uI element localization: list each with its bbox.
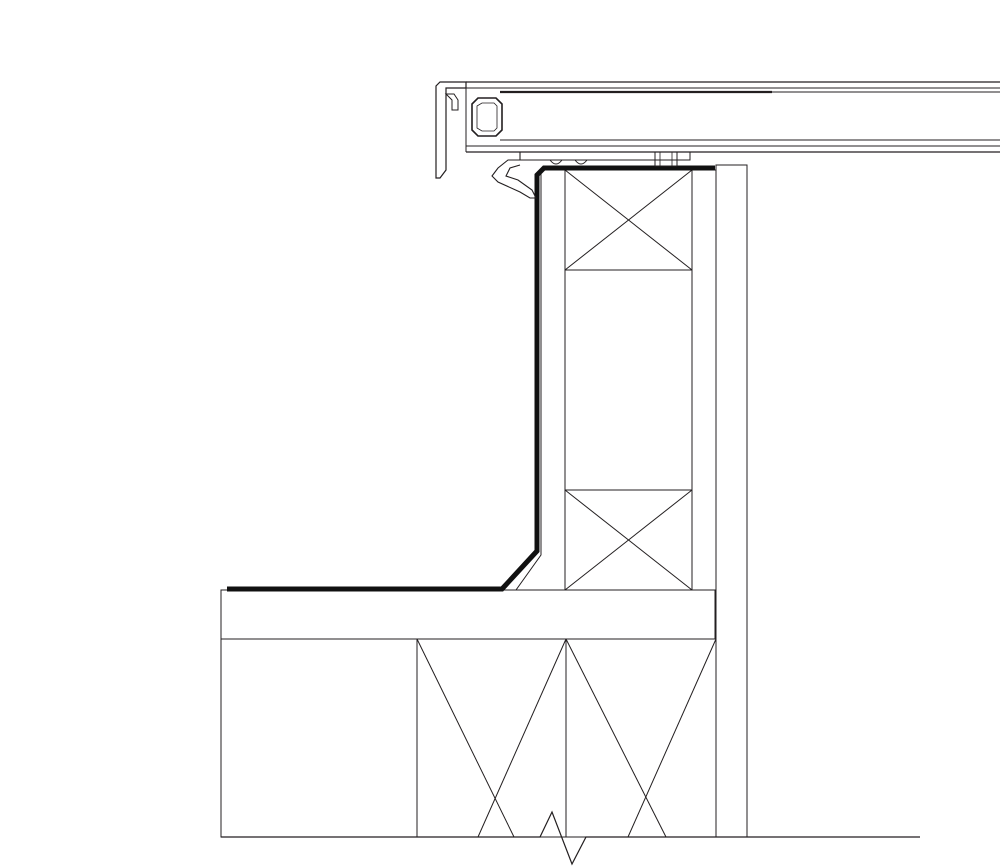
aluminium-frame-profile [435,81,691,199]
break-line [221,810,920,866]
waterproof-membrane [227,165,715,592]
upstand-board-inner [515,169,566,591]
roof-joist-crossed [416,638,717,838]
glazing-unit [465,81,1000,153]
upstand-insulation [564,269,693,491]
roof-deck-board [220,589,716,640]
wall-board-hatched [715,164,748,838]
upstand-timber-top [564,169,693,271]
upstand-timber-bottom [564,489,693,591]
roof-joist-left [220,638,418,838]
upstand-board-outer [691,169,717,591]
